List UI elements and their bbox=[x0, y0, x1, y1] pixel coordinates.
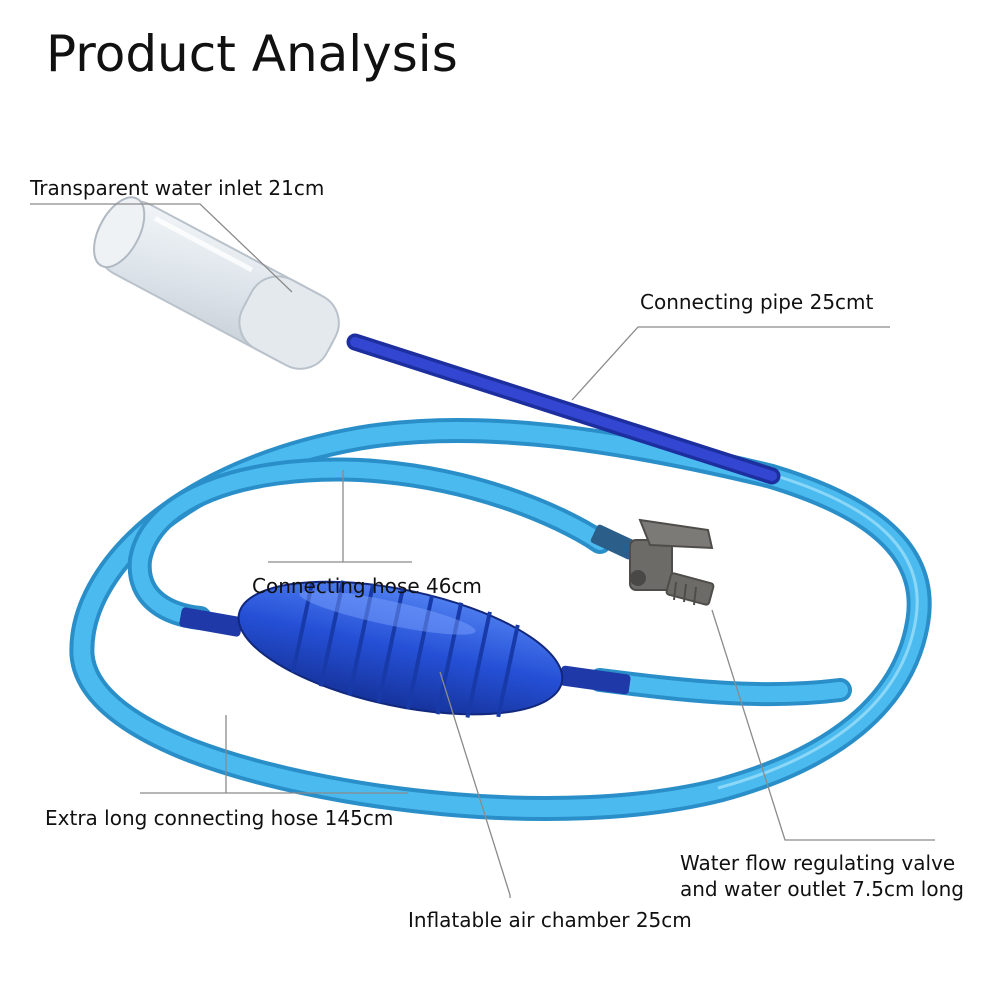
inflatable-air-chamber bbox=[237, 580, 564, 718]
label-connecting-pipe: Connecting pipe 25cmt bbox=[640, 290, 874, 314]
label-air-chamber: Inflatable air chamber 25cm bbox=[408, 908, 692, 932]
leader-line-inlet bbox=[30, 203, 293, 293]
leader-line-hose46 bbox=[268, 470, 412, 563]
label-connecting-hose: Connecting hose 46cm bbox=[252, 574, 482, 598]
leader-line-valve bbox=[711, 609, 935, 841]
leader-line-pipe bbox=[571, 326, 890, 401]
label-valve-line1: Water flow regulating valve bbox=[680, 851, 956, 875]
leader-lines bbox=[30, 203, 935, 898]
label-water-inlet: Transparent water inlet 21cm bbox=[30, 176, 325, 200]
page-title: Product Analysis bbox=[46, 25, 458, 83]
regulating-valve bbox=[590, 518, 715, 606]
label-valve-line2: and water outlet 7.5cm long bbox=[680, 877, 964, 901]
leader-line-hose145 bbox=[140, 715, 408, 794]
label-regulating-valve: Water flow regulating valve and water ou… bbox=[680, 850, 964, 902]
label-extra-long-hose: Extra long connecting hose 145cm bbox=[45, 806, 394, 830]
leader-line-chamber bbox=[439, 671, 511, 898]
transparent-water-inlet bbox=[93, 196, 340, 370]
